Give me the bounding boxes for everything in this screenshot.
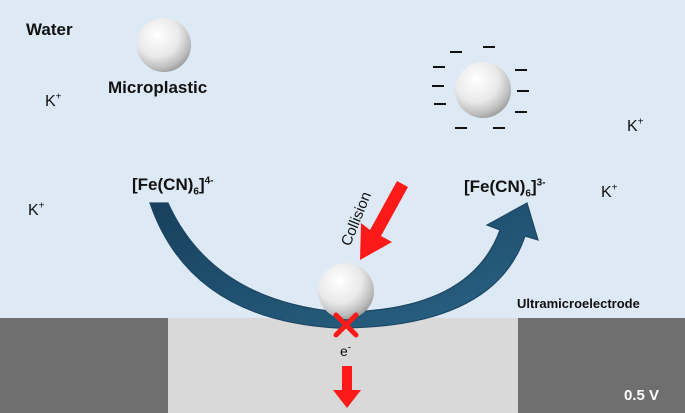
potential-label: 0.5 V — [624, 387, 660, 404]
negative-surface-charges — [432, 46, 529, 129]
ferricyanide-label: [Fe(CN)6]3- — [464, 177, 546, 200]
ferrocyanide-label: [Fe(CN)6]4- — [132, 175, 214, 198]
electron-label: e- — [340, 342, 352, 359]
electron-transfer-arrow — [333, 366, 361, 408]
charged-microplastic-particle — [455, 62, 511, 118]
blocked-site-cross — [333, 312, 359, 338]
electrode-label: Ultramicroelectrode — [517, 296, 640, 311]
water-label: Water — [26, 20, 73, 39]
potassium-ion-label: K+ — [601, 182, 618, 201]
collision-arrow — [360, 181, 408, 260]
microplastic-label: Microplastic — [108, 78, 208, 97]
insulator-left — [0, 318, 168, 413]
microplastic-particle — [137, 18, 191, 72]
redox-curved-arrow — [149, 202, 539, 329]
potassium-ion-label: K+ — [45, 91, 62, 110]
potassium-ion-label: K+ — [28, 200, 45, 219]
potassium-ion-label: K+ — [627, 116, 644, 135]
insulator-right — [518, 318, 685, 413]
colliding-microplastic-particle — [318, 263, 374, 319]
